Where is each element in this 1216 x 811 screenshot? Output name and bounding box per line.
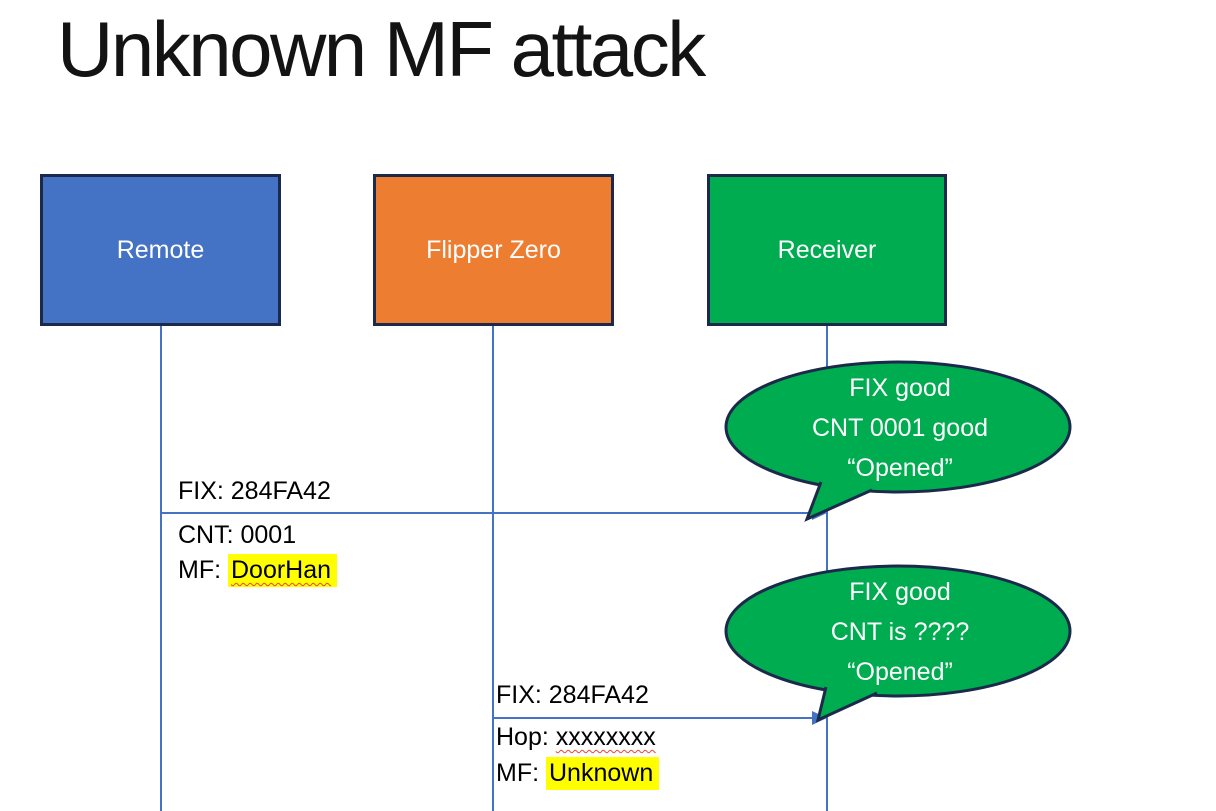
message-2-hop-label: Hop: xxxxxxxx xyxy=(496,723,656,752)
message-2-arrow-line xyxy=(493,717,814,719)
callout-bubble-2 xyxy=(724,564,1072,723)
message-1-mf-prefix: MF: xyxy=(178,556,228,584)
slide-title: Unknown MF attack xyxy=(57,5,706,93)
actor-box-receiver: Receiver xyxy=(707,174,947,326)
message-1-cnt-prefix: CNT: xyxy=(178,521,241,549)
callout-bubble-1 xyxy=(724,360,1072,522)
actor-box-remote: Remote xyxy=(40,174,281,326)
callout-2-ellipse xyxy=(724,564,1072,698)
message-1-cnt-label: CNT: 0001 xyxy=(178,521,296,550)
message-2-hop-value-squiggle: xxxxxxxx xyxy=(555,723,656,751)
callout-1-line-3: “Opened” xyxy=(847,454,953,482)
message-1-mf-label: MF: DoorHan xyxy=(178,554,338,587)
message-2-hop-prefix: Hop: xyxy=(496,723,556,751)
callout-2-line-3: “Opened” xyxy=(847,658,953,686)
callout-2-line-1: FIX good xyxy=(849,578,951,606)
lifeline-receiver xyxy=(826,326,828,811)
message-1-cnt-value: 0001 xyxy=(240,521,297,549)
callout-2-line-2: CNT is ???? xyxy=(830,618,970,646)
message-1-mf-value-highlighted: DoorHan xyxy=(228,554,338,587)
callout-1-ellipse xyxy=(724,360,1072,494)
message-1-arrow-line xyxy=(161,512,814,514)
actor-label-receiver: Receiver xyxy=(777,235,877,264)
lifeline-flipper-zero xyxy=(492,326,494,811)
callout-1-line-1: FIX good xyxy=(849,374,951,402)
message-2-mf-prefix: MF: xyxy=(496,759,546,787)
callout-1-tail xyxy=(804,481,873,522)
message-2-mf-label: MF: Unknown xyxy=(496,757,660,790)
callout-2-tail xyxy=(815,686,878,723)
message-2-fix-label: FIX: 284FA42 xyxy=(496,681,649,709)
message-2-mf-value-highlighted: Unknown xyxy=(546,757,660,790)
message-1-fix-label: FIX: 284FA42 xyxy=(178,477,331,505)
callout-1-line-2: CNT 0001 good xyxy=(811,414,989,442)
lifeline-remote xyxy=(160,326,162,811)
callout-2-text: FIX good CNT is ???? “Opened” xyxy=(740,572,1060,692)
actor-box-flipper-zero: Flipper Zero xyxy=(373,174,614,326)
callout-1-text: FIX good CNT 0001 good “Opened” xyxy=(740,368,1060,488)
actor-label-flipper-zero: Flipper Zero xyxy=(426,235,561,264)
actor-label-remote: Remote xyxy=(116,235,205,264)
